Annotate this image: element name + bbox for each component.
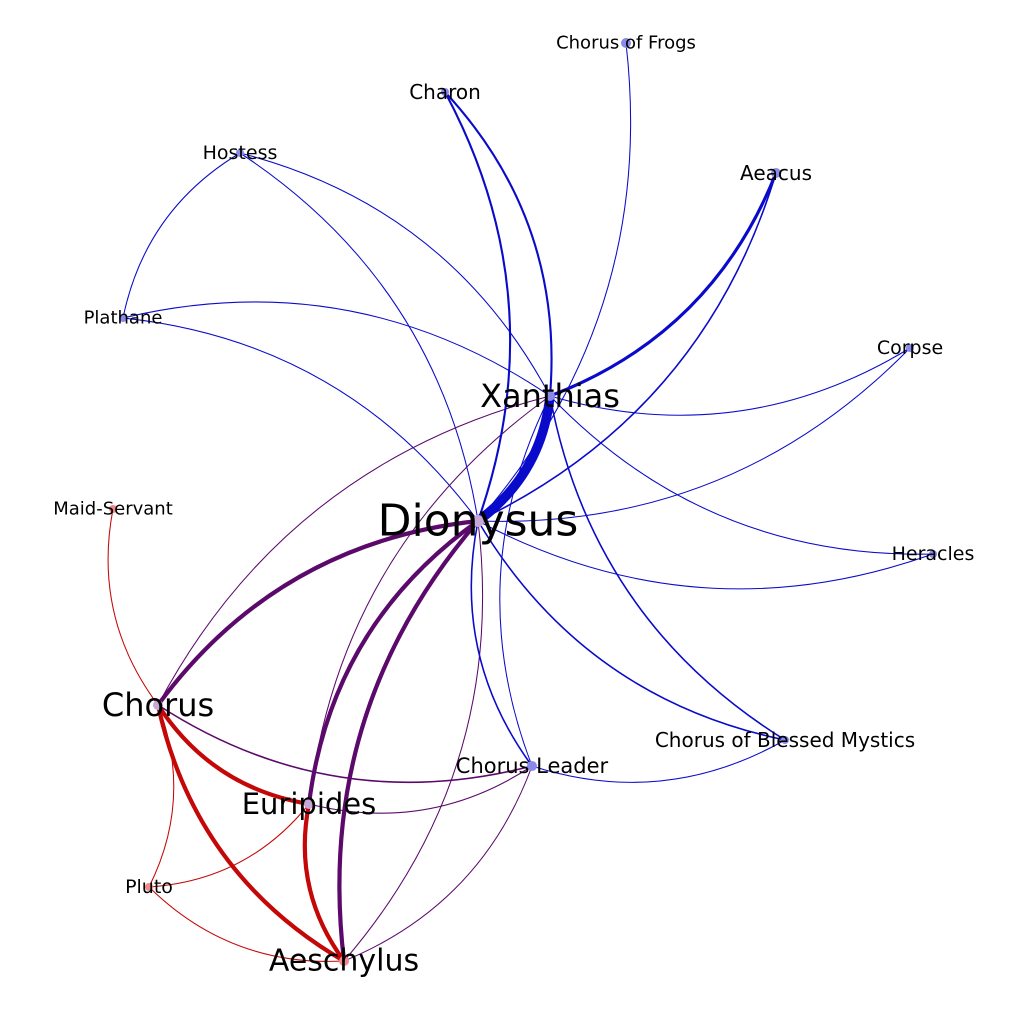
edge-dionysus-chorus_leader [470,520,533,767]
edge-euripides-chorus_leader [308,765,533,814]
node-label-charon: Charon [409,80,481,104]
node-label-corpse: Corpse [877,337,943,359]
edge-pluto-euripides [148,803,310,888]
edge-dionysus-aeschylus [337,518,481,964]
node-label-maid-servant: Maid-Servant [53,499,173,520]
node-dionysus[interactable] [472,515,484,527]
edge-dionysus-aeacus [477,172,777,522]
edge-dionysus-chorus [155,518,481,708]
node-euripides[interactable] [304,799,314,809]
edge-euripides-aeschylus [302,801,347,964]
edge-dionysus-charon [443,90,512,523]
edge-chorus_leader-chorus_of_blessed_mystics [531,739,786,783]
edge-xanthias-chorus_leader [499,395,551,767]
label-layer: Dionysus XanthiasChorusEuripidesAeschylus… [53,33,974,979]
edge-pluto-chorus [148,704,175,888]
edge-xanthias-chorus_of_blessed_mystics [549,395,786,741]
edge-aeschylus-dionysus [343,520,484,962]
node-pluto[interactable] [145,883,153,891]
edge-xanthias-chorus [157,395,551,706]
edge-layer [107,42,934,964]
edge-chorus-euripides [155,702,312,807]
edge-chorus-chorus_leader [157,704,533,784]
node-aeschylus[interactable] [339,956,349,966]
edge-xanthias-heracles [549,395,934,555]
node-maid-servant[interactable] [109,505,117,513]
node-label-chorus-of-blessed-mystics: Chorus of Blessed Mystics [655,728,915,752]
node-heracles[interactable] [929,550,937,558]
node-label-aeacus: Aeacus [740,161,812,185]
edge-dionysus-heracles [477,520,934,590]
edge-xanthias-aeacus [548,171,778,398]
edge-xanthias-corpse [549,347,911,416]
node-label-hostess: Hostess [203,142,278,164]
edge-dionysus-chorus_of_frogs [477,42,632,522]
node-chorus[interactable] [153,700,163,710]
node-label-heracles: Heracles [892,543,975,565]
node-layer [109,38,937,966]
edge-dionysus-xanthias [473,391,555,526]
node-label-chorus: Chorus [102,686,214,724]
edge-dionysus-chorus_of_blessed_mystics [477,520,786,741]
node-corpse[interactable] [906,344,914,352]
edge-pluto-aeschylus [148,886,345,962]
node-charon[interactable] [441,88,449,96]
edge-hostess-plathane [122,152,241,319]
node-aeacus[interactable] [771,168,781,178]
node-chorus-of-blessed-mystics[interactable] [781,736,789,744]
node-label-chorus-of-frogs: Chorus of Frogs [556,33,696,54]
node-hostess[interactable] [236,149,244,157]
node-label-chorus-leader: Chorus Leader [456,754,609,778]
edge-dionysus-corpse [477,347,911,522]
edge-maid_servant-chorus [107,508,159,706]
node-label-euripides: Euripides [242,787,377,821]
edge-dionysus-hostess [239,152,479,522]
node-chorus-of-frogs[interactable] [621,38,631,48]
edge-xanthias-hostess [239,152,551,397]
edge-xanthias-plathane [122,301,551,397]
edge-chorus-aeschylus [155,702,347,964]
node-label-pluto: Pluto [125,876,173,898]
node-xanthias[interactable] [545,391,555,401]
node-label-plathane: Plathane [84,308,163,329]
node-chorus-leader[interactable] [527,761,537,771]
edge-xanthias-euripides [308,395,551,805]
node-label-xanthias: Xanthias [480,377,620,415]
edge-dionysus-euripides [306,518,481,807]
edge-xanthias-charon [443,90,553,398]
node-plathane[interactable] [119,314,127,322]
node-label-aeschylus: Aeschylus [269,944,419,979]
edge-dionysus-plathane [122,317,479,522]
edge-aeschylus-chorus_leader [343,765,533,962]
node-label-dionysus: Dionysus [378,496,579,547]
